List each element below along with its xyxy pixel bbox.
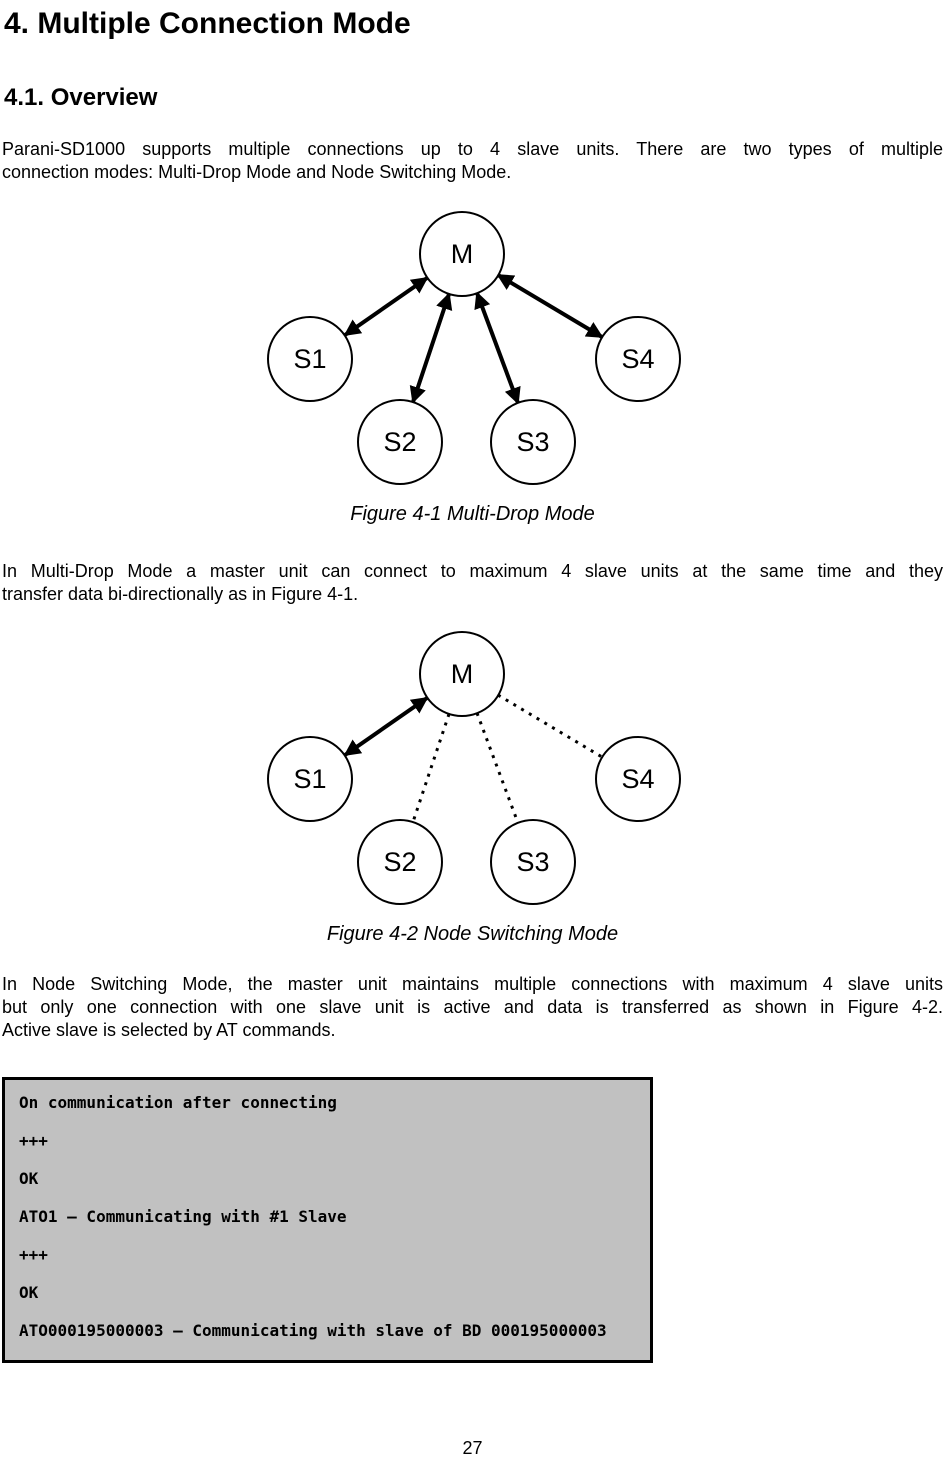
edge-dotted-m-s2 xyxy=(411,713,451,823)
edge-arrow-m-s3 xyxy=(474,291,521,405)
figure-caption: Figure 4-1 Multi-Drop Mode xyxy=(350,503,595,525)
node-master: M xyxy=(419,211,505,297)
node-label-m: M xyxy=(451,659,474,689)
edge-dotted-m-s3 xyxy=(475,712,520,824)
figure-node-switching-mode: M S1 S2 S3 S4 Figure 4-2 Node Switching … xyxy=(0,606,945,946)
paragraph-intro: Parani-SD1000 supports multiple connecti… xyxy=(0,138,945,184)
node-label-s3: S3 xyxy=(516,847,549,877)
edge-arrow-m-s1 xyxy=(343,276,429,337)
terminal-line: On communication after connecting xyxy=(19,1093,337,1112)
node-label-s4: S4 xyxy=(621,344,654,374)
edge-arrow-m-s2 xyxy=(409,292,453,404)
node-label-s2: S2 xyxy=(383,427,416,457)
page-number: 27 xyxy=(462,1438,483,1458)
node-master: M xyxy=(419,631,505,717)
figure-multi-drop-mode: M S1 S2 S3 S4 Figure 4-1 Multi-Drop Mode xyxy=(0,184,945,526)
terminal-line: OK xyxy=(19,1283,39,1302)
node-slave-4: S4 xyxy=(595,316,681,402)
multi-drop-diagram: M S1 S2 S3 S4 xyxy=(267,211,681,485)
node-slave-1: S1 xyxy=(267,316,353,402)
paragraph-node-switching: In Node Switching Mode, the master unit … xyxy=(0,973,945,1042)
node-label-s4: S4 xyxy=(621,764,654,794)
terminal-line: +++ xyxy=(19,1131,48,1150)
paragraph-line: In Multi-Drop Mode a master unit can con… xyxy=(2,561,943,581)
edge-arrow-m-s4 xyxy=(496,273,604,339)
node-slave-3: S3 xyxy=(490,819,576,905)
node-label-s1: S1 xyxy=(293,764,326,794)
paragraph-line: In Node Switching Mode, the master unit … xyxy=(2,974,943,994)
node-slave-3: S3 xyxy=(490,399,576,485)
terminal-line: ATO1 – Communicating with #1 Slave xyxy=(19,1207,347,1226)
edge-arrow-m-s1 xyxy=(343,696,429,757)
section-title-overview: 4.1. Overview xyxy=(4,84,158,111)
paragraph-multi-drop: In Multi-Drop Mode a master unit can con… xyxy=(0,560,945,606)
paragraph-line: but only one connection with one slave u… xyxy=(2,997,943,1017)
terminal-line: OK xyxy=(19,1169,39,1188)
node-slave-4: S4 xyxy=(595,736,681,822)
terminal-line: ATO000195000003 – Communicating with sla… xyxy=(19,1321,607,1340)
terminal-example-box: On communication after connecting +++ OK… xyxy=(2,1077,653,1363)
node-slave-2: S2 xyxy=(357,819,443,905)
node-label-s1: S1 xyxy=(293,344,326,374)
paragraph-line: Active slave is selected by AT commands. xyxy=(2,1020,336,1040)
node-label-m: M xyxy=(451,239,474,269)
edge-dotted-m-s4 xyxy=(497,693,603,759)
paragraph-line: connection modes: Multi-Drop Mode and No… xyxy=(2,162,512,182)
figure-caption: Figure 4-2 Node Switching Mode xyxy=(326,923,619,945)
node-slave-2: S2 xyxy=(357,399,443,485)
paragraph-line: transfer data bi-directionally as in Fig… xyxy=(2,584,359,604)
page-title: 4. Multiple Connection Mode xyxy=(4,7,411,40)
node-switching-diagram: M S1 S2 S3 S4 xyxy=(267,631,681,905)
node-label-s2: S2 xyxy=(383,847,416,877)
terminal-line: +++ xyxy=(19,1245,48,1264)
paragraph-line: Parani-SD1000 supports multiple connecti… xyxy=(2,139,943,159)
node-label-s3: S3 xyxy=(516,427,549,457)
node-slave-1: S1 xyxy=(267,736,353,822)
